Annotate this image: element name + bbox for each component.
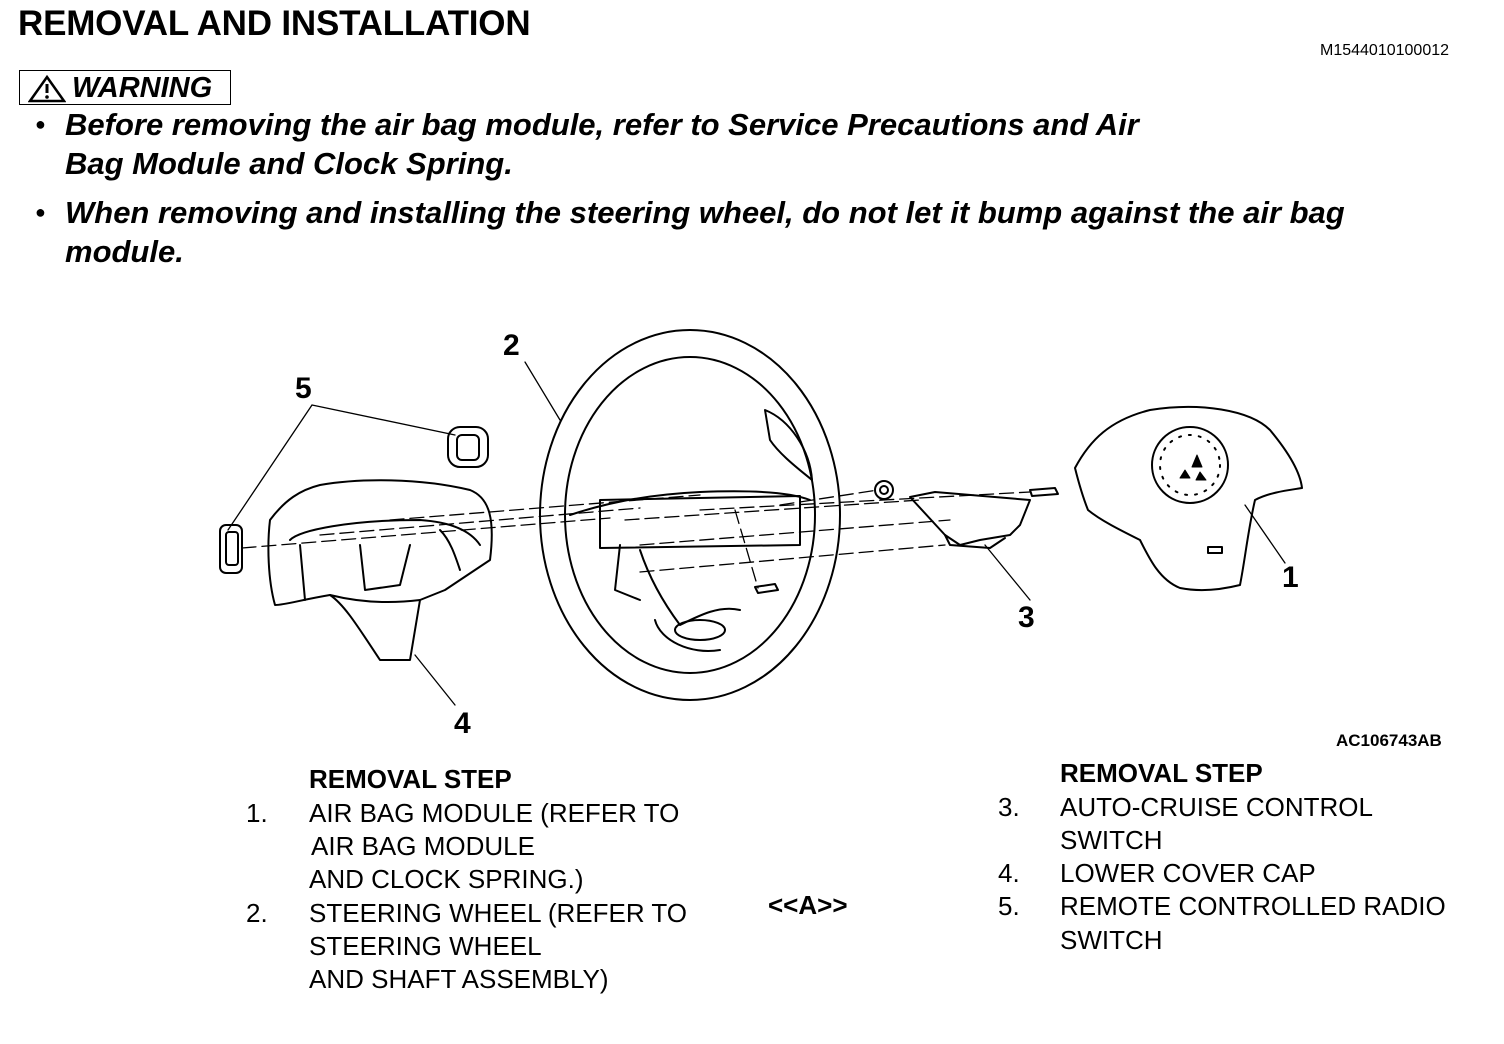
step-text: AUTO-CRUISE CONTROL	[1060, 792, 1373, 822]
warning-bullet-1: Before removing the air bag module, refe…	[65, 105, 1245, 183]
warning-bullet-2-line2: module.	[65, 234, 184, 269]
warning-bullet-2-line1: When removing and installing the steerin…	[65, 195, 1345, 230]
callout-5: 5	[295, 372, 312, 405]
warning-bullet-2: When removing and installing the steerin…	[65, 193, 1485, 271]
step-text: AND CLOCK SPRING.)	[309, 864, 584, 894]
step-text: AND SHAFT ASSEMBLY)	[309, 964, 609, 994]
warning-triangle-icon	[28, 75, 66, 103]
step-text: STEERING WHEEL	[309, 931, 542, 961]
callout-2: 2	[503, 329, 520, 362]
step-text: LOWER COVER CAP	[1060, 858, 1316, 888]
step-text: REMOTE CONTROLLED RADIO	[1060, 891, 1446, 921]
figure-code: AC106743AB	[1336, 731, 1442, 750]
nut	[874, 480, 894, 500]
bullet-dot: ●	[35, 114, 46, 134]
step-text: SWITCH	[1060, 825, 1163, 855]
step-number: 5.	[998, 891, 1020, 921]
steering-wheel-exploded-diagram: 5 2 3 1 4	[219, 329, 1303, 740]
cruise-control-switch	[909, 491, 1031, 546]
step-text: STEERING WHEEL (REFER TO	[309, 898, 688, 928]
warning-bullet-1-line2: Bag Module and Clock Spring.	[65, 146, 513, 181]
remote-radio-switch-upper	[447, 426, 489, 468]
callout-1: 1	[1282, 561, 1299, 594]
bolt	[1029, 487, 1059, 497]
callout-4: 4	[454, 707, 471, 740]
step-number: 3.	[998, 792, 1020, 822]
step-number: 2.	[246, 898, 268, 928]
steering-wheel-rim	[539, 329, 841, 701]
page-title: REMOVAL AND INSTALLATION	[18, 4, 531, 43]
step-text: AIR BAG MODULE	[311, 831, 535, 861]
air-bag-module	[1074, 405, 1303, 592]
bullet-dot: ●	[35, 202, 46, 222]
step-text: AIR BAG MODULE (REFER TO	[309, 798, 680, 828]
step-number: 1.	[246, 798, 268, 828]
removal-heading-left: REMOVAL STEP	[309, 764, 512, 794]
callout-3: 3	[1018, 601, 1035, 634]
warning-label: WARNING	[72, 72, 213, 104]
bolt-2	[754, 583, 779, 594]
removal-heading-right: REMOVAL STEP	[1060, 758, 1263, 788]
warning-box: WARNING	[19, 70, 231, 105]
warning-bullet-1-line1: Before removing the air bag module, refe…	[65, 107, 1139, 142]
step-text: SWITCH	[1060, 925, 1163, 955]
step-number: 4.	[998, 858, 1020, 888]
document-id: M1544010100012	[1320, 42, 1450, 59]
installation-note: <<A>>	[768, 890, 848, 920]
